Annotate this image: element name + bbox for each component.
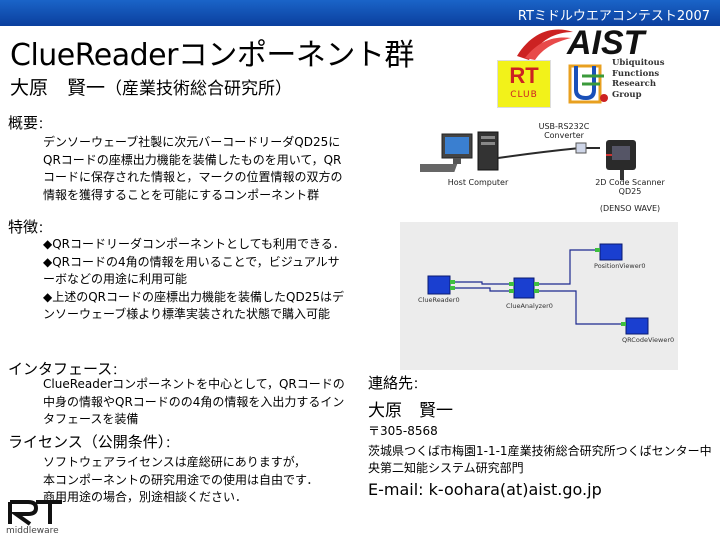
- interface-text: ClueReaderコンポーネントを中心として，QRコードの中身の情報やQRコー…: [43, 377, 345, 426]
- contact-email[interactable]: E-mail: k-oohara(at)aist.go.jp: [368, 479, 602, 499]
- author-name: 大原 賢一: [10, 77, 106, 99]
- license-line: ソフトウェアライセンスは産総研にありますが，: [43, 455, 307, 469]
- contact-name: 大原 賢一: [368, 401, 453, 421]
- node-qrcodeviewer: QRCodeViewer0: [622, 336, 675, 344]
- author-line: 大原 賢一（産業技術総合研究所）: [10, 73, 292, 100]
- features-heading-text: 特徴: [8, 218, 39, 236]
- aist-logo-text: AIST: [567, 24, 645, 62]
- host-computer-label: Host Computer: [447, 178, 509, 187]
- converter-label: USB-RS232C Converter: [538, 122, 590, 140]
- page-title: ClueReaderコンポーネント群: [10, 38, 414, 73]
- contest-title: RTミドルウエアコンテスト2007: [517, 9, 710, 24]
- license-heading: ライセンス（公開条件）：: [8, 431, 177, 452]
- ufrg-text: Ubiquitous Functions Research Group: [612, 58, 665, 100]
- license-heading-text: ライセンス（公開条件）: [8, 433, 166, 451]
- scanner-maker-label: (DENSO WAVE): [599, 204, 661, 213]
- license-colon: ：: [165, 436, 178, 450]
- header-banner: RTミドルウエアコンテスト2007: [0, 0, 720, 26]
- rt-middleware-mark-icon: [8, 500, 62, 526]
- interface-heading: インタフェース：: [8, 358, 124, 379]
- license-text: ソフトウェアライセンスは産総研にありますが， 本コンポーネントの研究用途での使用…: [43, 454, 348, 507]
- component-diagram: ClueReader0 ClueAnalyzer0 PositionViewer…: [400, 222, 678, 370]
- hardware-setup-icon: [414, 131, 636, 180]
- ufrg-line: Functions: [612, 68, 660, 79]
- contact-block: 連絡先： 大原 賢一 〒305-8568 茨城県つくば市梅園1-1-1産業技術総…: [368, 372, 718, 499]
- ufrg-emblem-icon: [568, 64, 608, 104]
- overview-colon: ：: [38, 117, 51, 131]
- interface-heading-text: インタフェース: [8, 360, 113, 378]
- contact-address: 茨城県つくば市梅園1-1-1産業技術総合研究所つくばセンター中央第二知能システム…: [368, 443, 712, 476]
- aist-swoosh-icon: [517, 29, 573, 60]
- component-connections: [427, 243, 649, 335]
- aist-logo: AIST: [515, 24, 675, 64]
- overview-text: デンソーウェーブ社製に次元バーコードリーダQD25にQRコードの座標出力機能を装…: [43, 135, 343, 202]
- ufrg-line: Group: [612, 89, 642, 100]
- contact-label-text: 連絡先: [368, 374, 414, 392]
- contact-postal: 〒305-8568: [368, 424, 438, 438]
- rt-club-logo-top: RT: [509, 63, 539, 88]
- contact-label: 連絡先：: [368, 372, 718, 393]
- author-affiliation: （産業技術総合研究所）: [105, 79, 293, 99]
- rt-club-logo: RT CLUB: [497, 60, 551, 108]
- scanner-label: 2D Code Scanner QD25: [595, 178, 665, 196]
- node-clueanalyzer: ClueAnalyzer0: [506, 302, 553, 310]
- ufrg-line: Research: [612, 79, 657, 89]
- feature-item: ◆QRコードの4角の情報を用いることで，ビジュアルサーボなどの用途に利用可能: [43, 254, 340, 287]
- license-line: 商用用途の場合，別途相談ください．: [43, 490, 248, 504]
- ufrg-line: Ubiquitous: [612, 58, 665, 68]
- feature-item: ◆上述のQRコードの座標出力機能を装備したQD25はデンソーウェーブ様より標準実…: [43, 289, 344, 322]
- license-line: 本コンポーネントの研究用途での使用は自由です．: [43, 472, 319, 487]
- hardware-illustration: USB-RS232C Converter Host Computer 2D Co…: [414, 118, 700, 223]
- contact-colon: ：: [413, 377, 426, 391]
- node-cluereader: ClueReader0: [418, 296, 460, 304]
- rt-middleware-logo: middleware: [6, 496, 68, 540]
- overview-heading-text: 概要: [8, 114, 39, 132]
- node-positionviewer: PositionViewer0: [594, 262, 646, 270]
- features-list: ◆QRコードリーダコンポーネントとしても利用できる． ◆QRコードの4角の情報を…: [43, 236, 348, 324]
- interface-colon: ：: [112, 363, 125, 377]
- rt-club-logo-bottom: CLUB: [510, 90, 538, 100]
- features-colon: ：: [38, 221, 51, 235]
- features-heading: 特徴：: [8, 216, 50, 237]
- rt-middleware-logo-text: middleware: [6, 526, 59, 536]
- ufrg-logo: Ubiquitous Functions Research Group: [568, 58, 688, 106]
- feature-item: ◆QRコードリーダコンポーネントとしても利用できる．: [43, 237, 345, 251]
- overview-heading: 概要：: [8, 112, 50, 133]
